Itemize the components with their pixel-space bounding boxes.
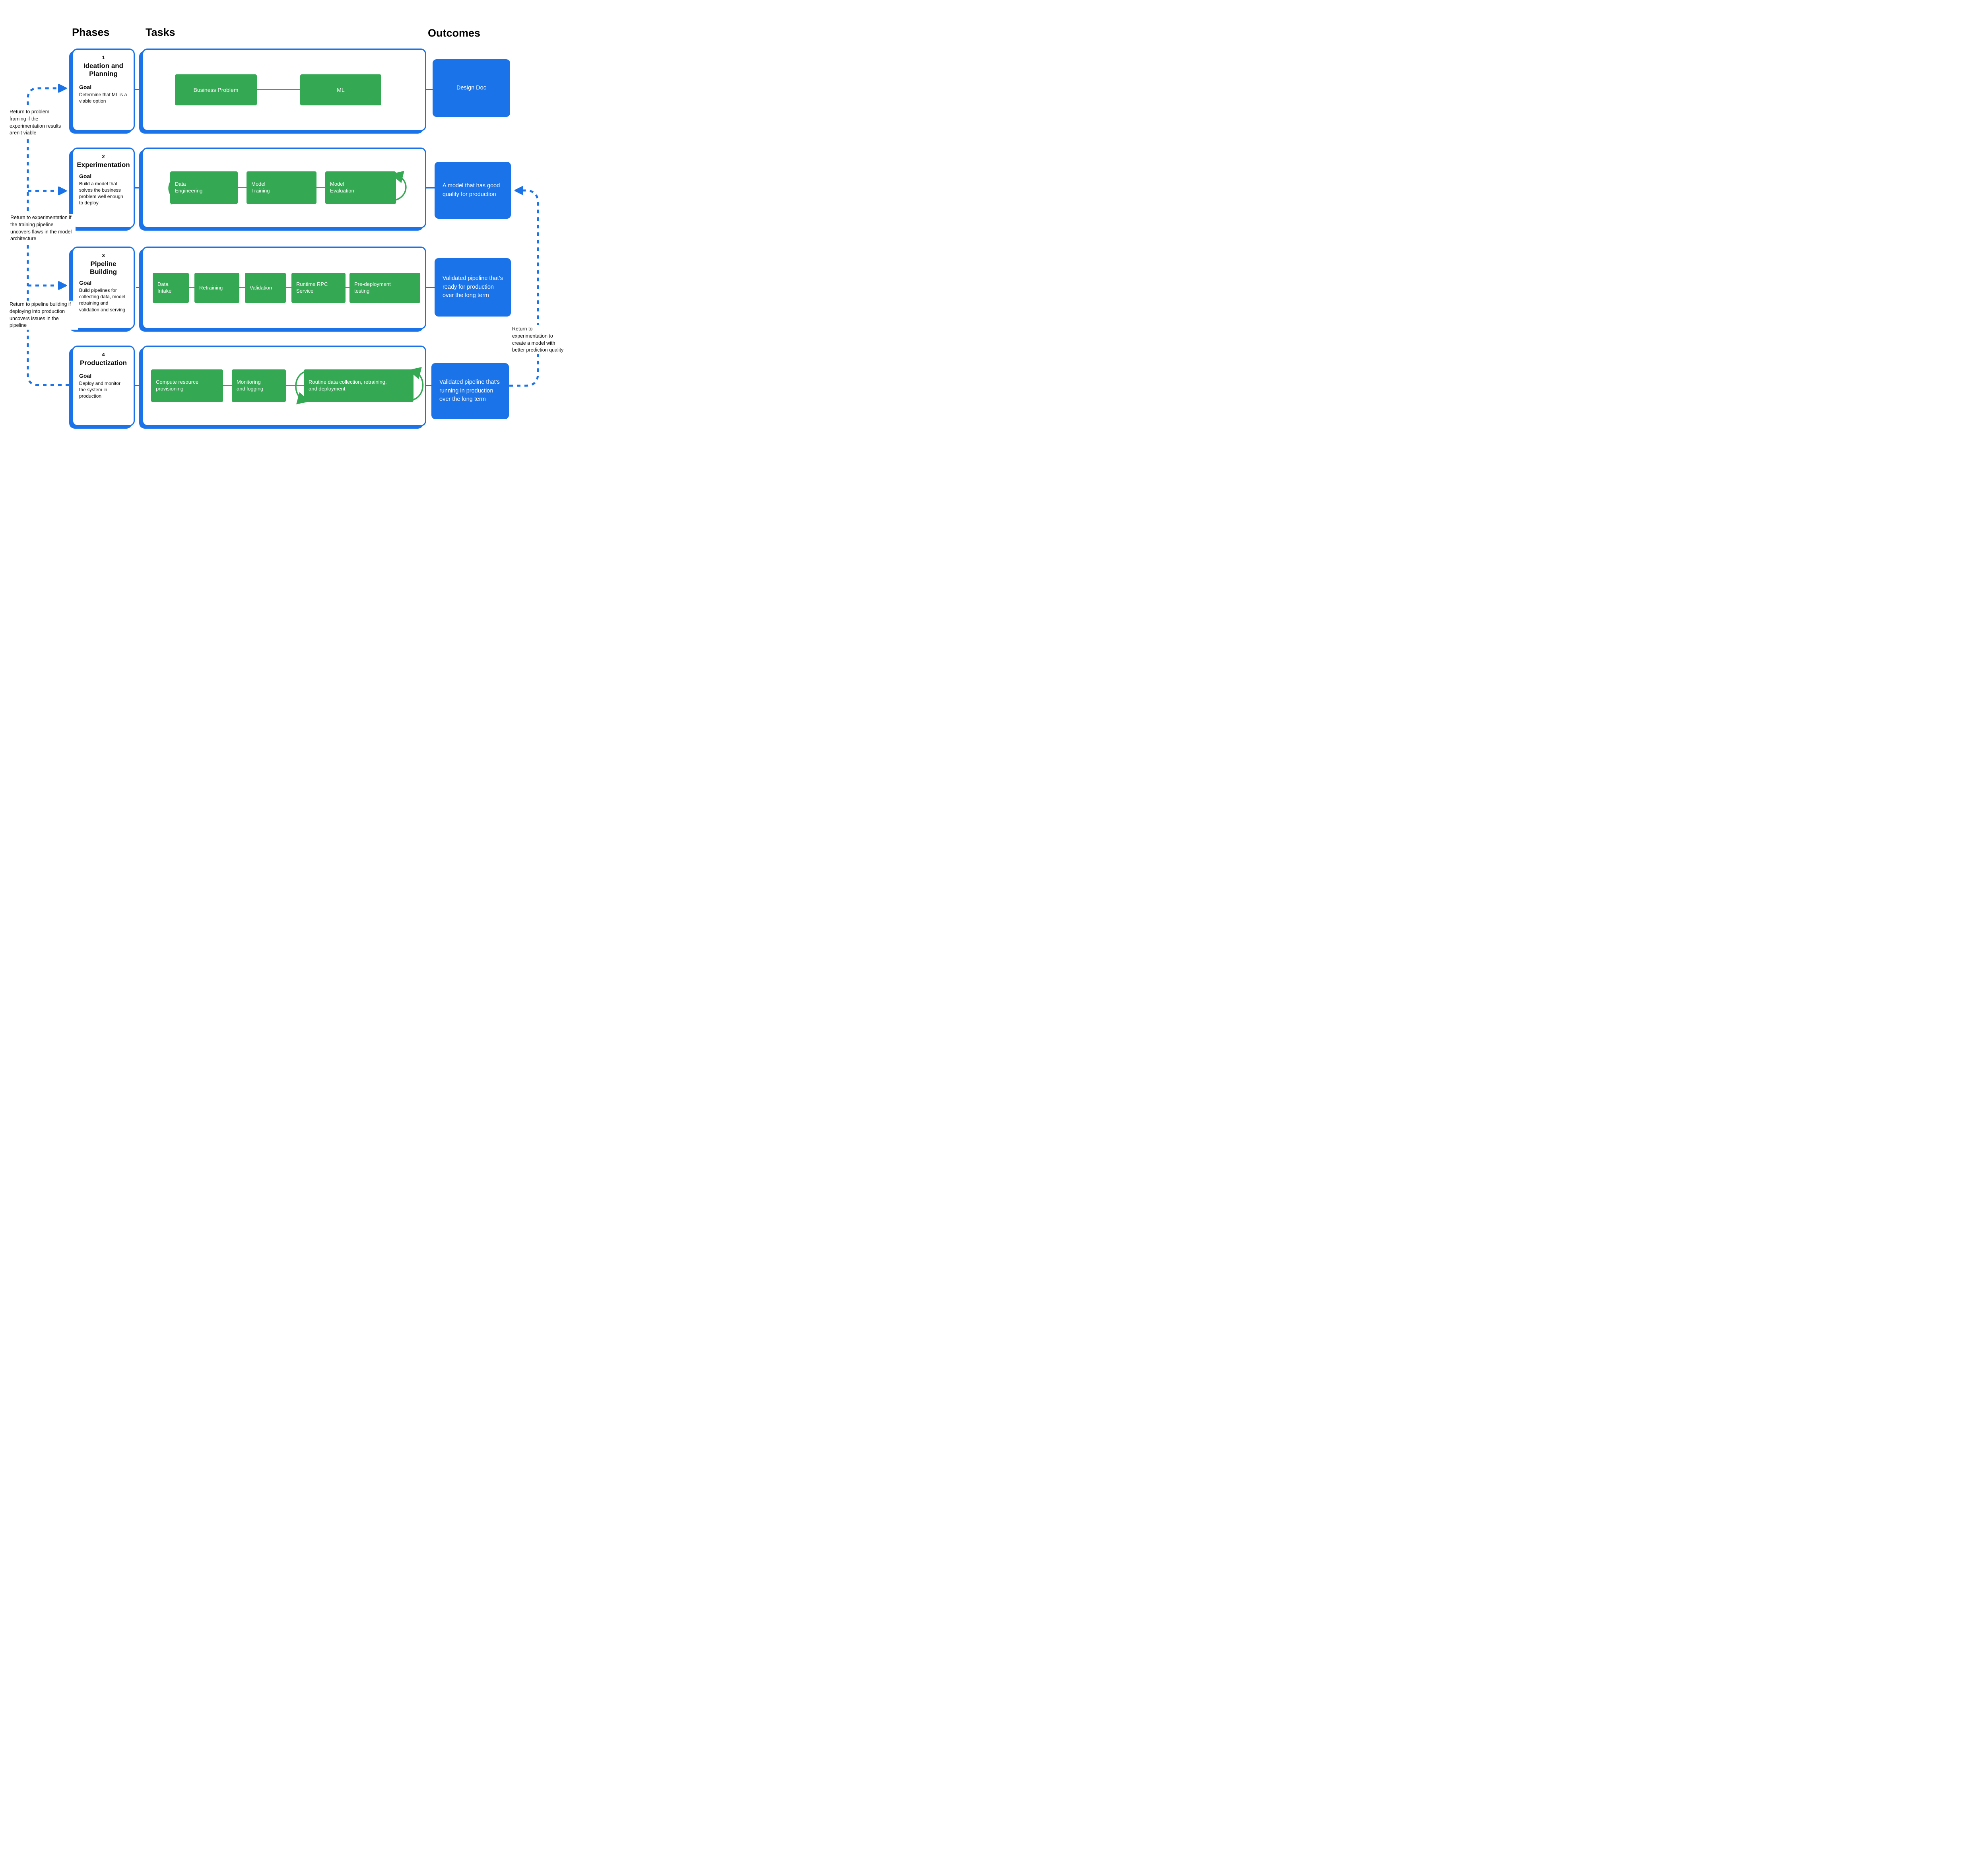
phase-number: 3: [102, 253, 105, 258]
goal-text: Determine that ML is a viable option: [79, 92, 127, 104]
task-link-line: [316, 187, 325, 188]
task-compute-resource-provisioning: Compute resource provisioning: [151, 369, 223, 402]
task-link-line: [223, 385, 232, 386]
return-arrow-outcome-2-icon: [514, 186, 523, 195]
goal-text: Build a model that solves the business p…: [79, 181, 123, 206]
phase-to-tasks-line: [135, 187, 142, 188]
task-business-problem: Business Problem: [175, 74, 257, 105]
return-arrow-phase-3-icon: [58, 281, 67, 290]
task-pre-deployment-testing: Pre-deployment testing: [349, 273, 420, 303]
tasks-to-outcome-line: [426, 187, 435, 188]
phase-card-productization: 4 Productization Goal Deploy and monitor…: [72, 346, 135, 426]
goal-label: Goal: [79, 173, 92, 179]
tasks-to-outcome-line: [426, 287, 435, 288]
task-validation: Validation: [245, 273, 286, 303]
task-model-training: Model Training: [247, 171, 316, 204]
task-link-line: [239, 287, 245, 288]
goal-text: Deploy and monitor the system in product…: [79, 380, 121, 399]
task-link-line: [189, 287, 194, 288]
tasks-column-header: Tasks: [146, 26, 175, 38]
phase-title: Ideation and Planning: [83, 62, 124, 78]
annotation-return-to-experimentation-better-quality: Return to experimentation to create a mo…: [511, 325, 564, 354]
outcomes-column-header: Outcomes: [428, 27, 481, 39]
phase-goal: Goal Deploy and monitor the system in pr…: [73, 373, 134, 400]
goal-label: Goal: [79, 280, 92, 286]
phase-title: Productization: [80, 359, 127, 367]
goal-label: Goal: [79, 84, 92, 91]
task-ml: ML: [300, 74, 381, 105]
phase-number: 2: [102, 153, 105, 159]
phase-card-pipeline-building: 3 Pipeline Building Goal Build pipelines…: [72, 247, 135, 329]
task-data-intake: Data Intake: [153, 273, 189, 303]
task-monitoring-and-logging: Monitoring and logging: [232, 369, 286, 402]
task-link-line: [286, 385, 304, 386]
task-link-line: [346, 287, 349, 288]
task-retraining: Retraining: [194, 273, 239, 303]
annotation-return-to-problem-framing: Return to problem framing if the experim…: [9, 108, 67, 137]
goal-text: Build pipelines for collecting data, mod…: [79, 288, 126, 313]
goal-label: Goal: [79, 372, 92, 379]
phase-number: 4: [102, 352, 105, 357]
outcome-model-good-quality: A model that has good quality for produc…: [435, 162, 511, 219]
phase-title: Experimentation: [77, 161, 130, 169]
phase-to-tasks-line: [135, 385, 142, 386]
task-data-engineering: Data Engineering: [170, 171, 238, 204]
task-link-line: [238, 187, 247, 188]
phase-title: Pipeline Building: [90, 260, 117, 276]
phase-goal: Goal Build pipelines for collecting data…: [73, 280, 134, 313]
phase-to-tasks-line: [136, 287, 142, 288]
annotation-return-to-pipeline-building: Return to pipeline building if deploying…: [9, 301, 78, 330]
mlops-phases-diagram: Phases Tasks Outcomes 1 Ideation and Pla…: [0, 0, 564, 465]
return-arrow-phase-1-icon: [58, 84, 67, 93]
task-link-line: [257, 89, 300, 90]
return-path-right: [509, 189, 539, 387]
task-runtime-rpc-service: Runtime RPC Service: [291, 273, 346, 303]
annotation-return-to-experimentation: Return to experimentation if the trainin…: [10, 214, 76, 243]
tasks-to-outcome-line: [426, 385, 431, 386]
phase-card-experimentation: 2 Experimentation Goal Build a model tha…: [72, 148, 135, 228]
task-model-evaluation: Model Evaluation: [325, 171, 396, 204]
phase-card-ideation-planning: 1 Ideation and Planning Goal Determine t…: [72, 49, 135, 131]
phase-to-tasks-line: [135, 89, 142, 90]
phase-goal: Goal Determine that ML is a viable optio…: [73, 84, 134, 104]
outcome-validated-pipeline-ready: Validated pipeline that’s ready for prod…: [435, 258, 511, 317]
outcome-validated-pipeline-running: Validated pipeline that’s running in pro…: [431, 363, 509, 419]
task-link-line: [286, 287, 291, 288]
phase-goal: Goal Build a model that solves the busin…: [73, 173, 134, 206]
phase-number: 1: [102, 54, 105, 60]
return-arrow-phase-2-icon: [58, 186, 67, 195]
task-routine-data-collection-retraining-deployment: Routine data collection, retraining, and…: [304, 369, 414, 402]
tasks-to-outcome-line: [426, 89, 433, 90]
outcome-design-doc: Design Doc: [433, 59, 510, 117]
phases-column-header: Phases: [72, 26, 110, 38]
